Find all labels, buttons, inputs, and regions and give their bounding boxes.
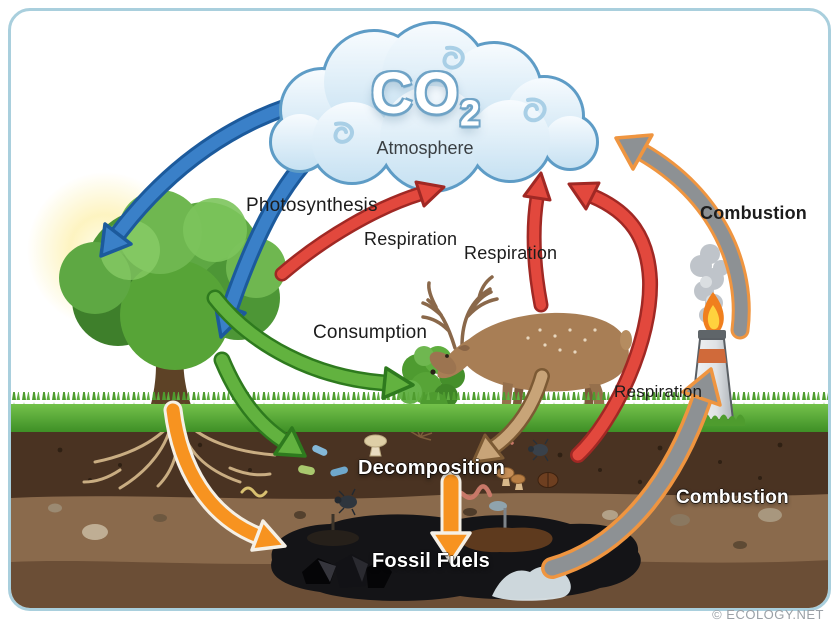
consumption-label: Consumption	[313, 322, 428, 343]
deer	[421, 275, 632, 423]
soil-decomposers	[240, 425, 559, 516]
deer-antlers	[421, 275, 499, 350]
chimney-rim	[698, 330, 726, 339]
topsoil-layer	[11, 426, 828, 499]
co2-label: CO2	[336, 60, 516, 135]
beetle-small	[528, 438, 549, 462]
fossil-fuels-label: Fossil Fuels	[372, 550, 490, 572]
oil-well-left	[307, 514, 359, 546]
co2-gas: CO	[371, 61, 460, 126]
atmosphere-label: Atmosphere	[376, 138, 474, 158]
cloud-swirls	[333, 45, 547, 144]
flame	[702, 292, 724, 333]
subsoil-pebbles	[48, 501, 782, 549]
soil-respiration-arrow	[567, 181, 659, 463]
deer-head	[429, 351, 457, 375]
respiration-plants-label: Respiration	[364, 229, 458, 249]
diagram-panel	[8, 8, 831, 611]
bacteria	[298, 445, 348, 477]
mushrooms-tan	[495, 467, 526, 490]
carbon-cycle-illustration	[11, 21, 828, 608]
deer-eye	[445, 354, 449, 358]
deer-tail	[620, 330, 632, 350]
credit-text: © ECOLOGY.NET	[712, 607, 824, 622]
co2-subscript: 2	[460, 92, 481, 134]
respiration-soil-label: Respiration	[614, 382, 703, 401]
beetle-dark	[334, 488, 357, 516]
oil-pool	[460, 508, 553, 553]
combustion-arrow-air	[614, 133, 751, 340]
fossil-to-chimney-arrow	[541, 367, 722, 579]
plant-litter-arrow	[213, 351, 307, 458]
beetle-brown	[537, 472, 559, 488]
combustion-air-label: Combustion	[700, 203, 807, 223]
tree-to-fossil-arrow	[163, 400, 287, 552]
deer-spots	[526, 328, 597, 354]
consumption-arrow	[206, 289, 415, 400]
co2-cloud	[269, 21, 599, 193]
deer-nose	[430, 369, 436, 375]
chimney-band	[697, 349, 727, 363]
decomposition-to-fossil-arrow	[430, 471, 472, 564]
photosynthesis-label: Photosynthesis	[246, 195, 378, 216]
mushroom-white	[364, 434, 387, 457]
nematode	[240, 486, 268, 498]
coal-rocks	[302, 554, 392, 588]
respiration-animals-label: Respiration	[464, 243, 558, 263]
deer-body	[462, 312, 629, 392]
deer-ear	[458, 345, 470, 351]
decomposition-label: Decomposition	[358, 457, 506, 479]
combustion-underground-label: Combustion	[676, 487, 789, 508]
animal-waste-arrow	[471, 368, 550, 464]
animal-respiration-arrow	[522, 171, 552, 313]
plant-respiration-arrow	[274, 180, 446, 282]
